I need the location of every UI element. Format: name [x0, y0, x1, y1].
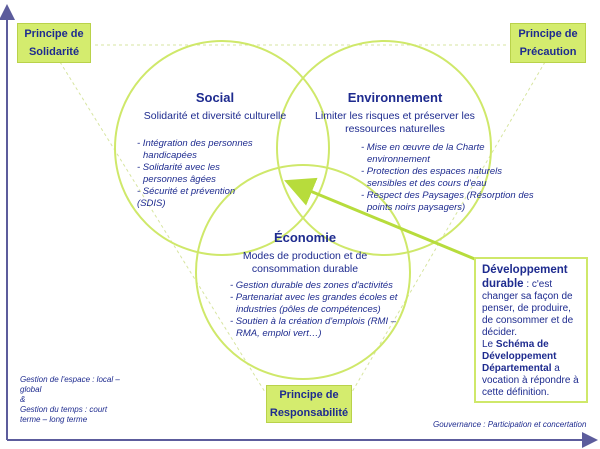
economie-subtitle: Modes de production et de consommation d… — [220, 250, 390, 276]
economie-subtitle-line1: Modes de production et de — [242, 250, 368, 262]
principle-responsabilite-line2: Responsabilité — [269, 407, 349, 419]
definition-text-1: : c'est changer sa façon de penser, de p… — [482, 279, 574, 338]
environnement-subtitle-line2: ressources naturelles — [345, 123, 445, 135]
social-item-2: handicapées — [143, 150, 197, 161]
definition-box: Développement durable : c'est changer sa… — [474, 257, 588, 403]
economie-subtitle-line2: consommation durable — [251, 263, 359, 275]
principle-responsabilite-line1: Principe de — [279, 389, 339, 401]
note-gestion-line5: terme – long terme — [20, 415, 88, 424]
environnement-subtitle: Limiter les risques et préserver les res… — [305, 110, 485, 136]
definition-schema: Schéma de Développement Départemental — [482, 339, 557, 374]
triangle-right-edge — [351, 61, 546, 393]
social-item-3: - Solidarité avec les — [137, 162, 220, 173]
economie-item-5: RMA, emploi vert…) — [236, 328, 322, 339]
environnement-subtitle-line1: Limiter les risques et préserver les — [315, 110, 475, 122]
social-subtitle: Solidarité et diversité culturelle — [143, 110, 287, 122]
principle-precaution-line1: Principe de — [518, 28, 578, 40]
principle-solidarite-box: Principe de Solidarité — [17, 23, 91, 63]
note-gestion-line1: Gestion de l'espace : local – — [20, 375, 120, 384]
principle-solidarite-line1: Principe de — [24, 28, 84, 40]
note-gouvernance: Gouvernance : Participation et concertat… — [433, 420, 587, 429]
environnement-item-4: sensibles et des cours d'eau — [367, 178, 487, 189]
economie-item-4: - Soutien à la création d'emplois (RMI – — [230, 316, 397, 327]
note-gestion-line4: Gestion du temps : court — [20, 405, 108, 414]
triangle-left-edge — [59, 61, 266, 393]
economie-item-1: - Gestion durable des zones d'activités — [230, 280, 393, 291]
environnement-item-6: points noirs paysagers) — [367, 202, 466, 213]
environnement-title: Environnement — [347, 90, 443, 105]
note-gestion-line2: global — [20, 385, 42, 394]
definition-text-3: a vocation à répondre à cette définition… — [482, 363, 579, 398]
note-gestion-line3: & — [20, 395, 26, 404]
social-item-4: personnes âgées — [143, 174, 216, 185]
environnement-item-5: - Respect des Paysages (Résorption des — [361, 190, 534, 201]
social-list: - Intégration des personnes handicapées … — [137, 138, 253, 210]
note-gestion: Gestion de l'espace : local – global & G… — [20, 375, 120, 425]
economie-item-3: industries (pôles de compétences) — [236, 304, 381, 315]
circle-environnement — [276, 40, 492, 256]
economie-item-2: - Partenariat avec les grandes écoles et — [230, 292, 398, 303]
social-item-6: (SDIS) — [137, 198, 166, 209]
environnement-list: - Mise en œuvre de la Charte environneme… — [361, 142, 534, 214]
definition-term: Développement durable — [482, 264, 568, 290]
environnement-item-1: - Mise en œuvre de la Charte — [361, 142, 485, 153]
principle-responsabilite-box: Principe de Responsabilité — [266, 385, 352, 423]
principle-solidarite-line2: Solidarité — [28, 46, 80, 58]
circle-economie — [195, 164, 411, 380]
principle-precaution-line2: Précaution — [519, 46, 577, 58]
circle-social — [114, 40, 330, 256]
social-item-5: - Sécurité et prévention — [137, 186, 236, 197]
economie-title: Économie — [273, 230, 337, 245]
social-title: Social — [195, 90, 235, 105]
definition-text-2: Le — [482, 339, 496, 350]
environnement-item-2: environnement — [367, 154, 430, 165]
principle-precaution-box: Principe de Précaution — [510, 23, 586, 63]
definition-arrow — [284, 177, 483, 264]
environnement-item-3: - Protection des espaces naturels — [361, 166, 502, 177]
social-item-1: - Intégration des personnes — [137, 138, 253, 149]
economie-list: - Gestion durable des zones d'activités … — [230, 280, 397, 340]
